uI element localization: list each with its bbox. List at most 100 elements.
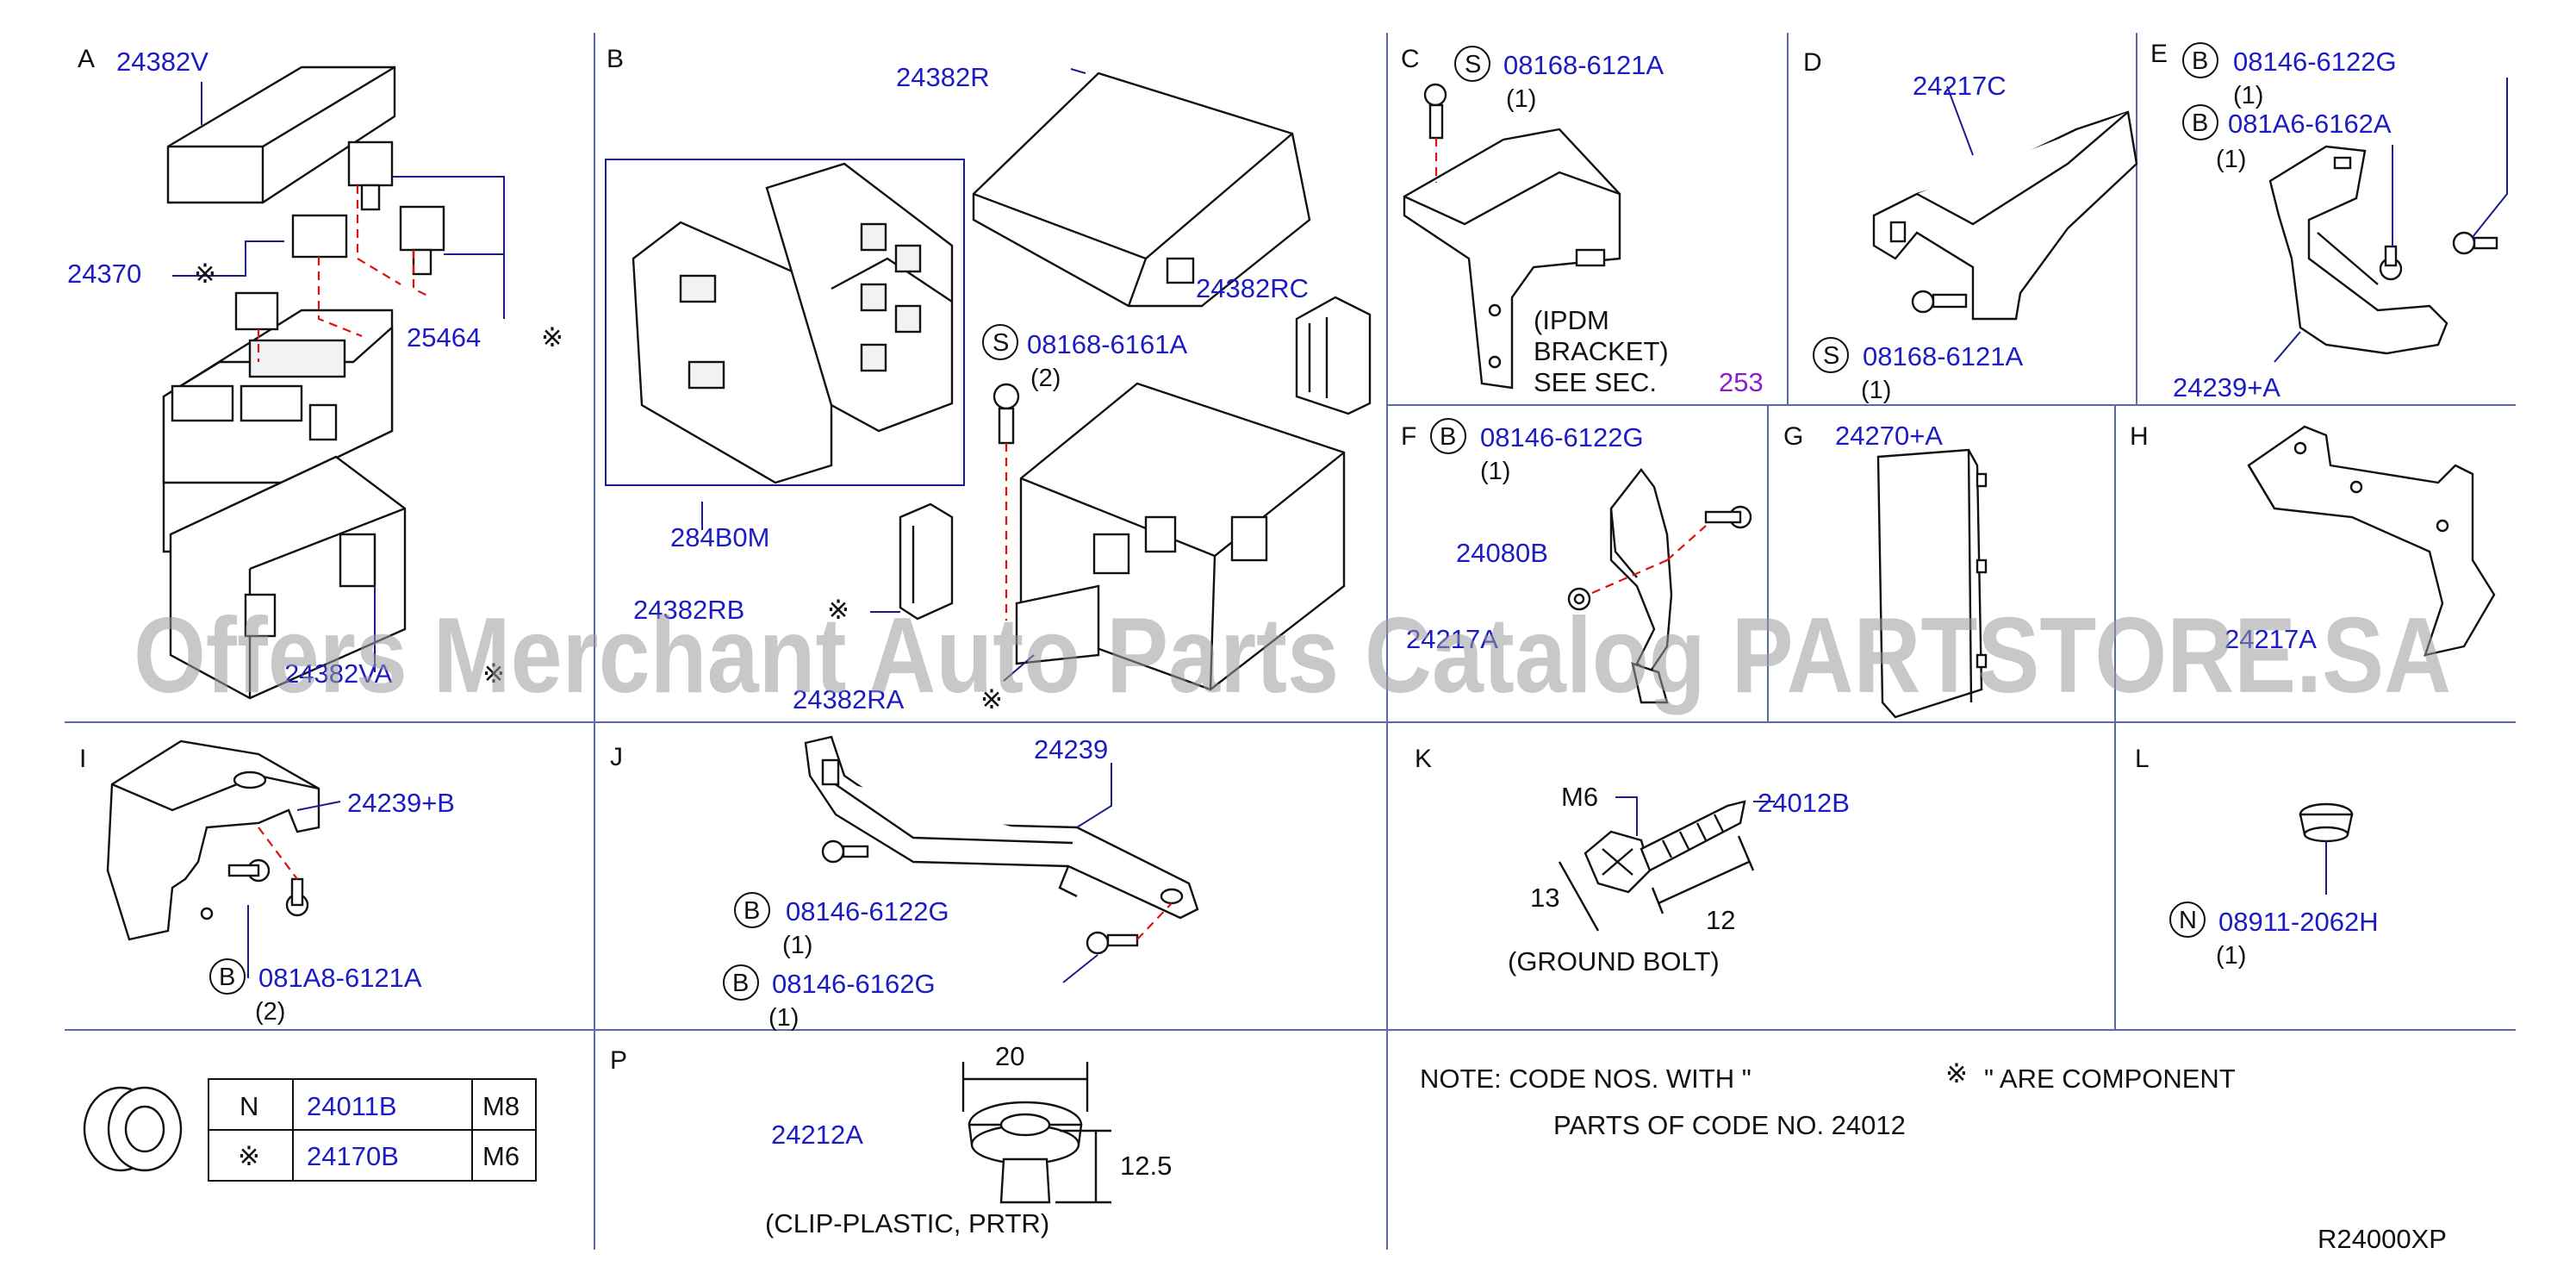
callout-circle-s — [1454, 46, 1490, 82]
callout-24382v: 24382V — [116, 47, 208, 77]
callout-circle-b — [209, 958, 246, 995]
note-line1-a: NOTE: CODE NOS. WITH " — [1420, 1064, 1752, 1094]
ipdm-module — [632, 162, 954, 484]
nut-08911-2062h — [2299, 802, 2354, 843]
relay-bracket-24382rc — [1295, 296, 1372, 415]
fuse-block-body — [162, 309, 394, 553]
bolt-c-08168-6121a — [1423, 83, 1447, 140]
leader-08146-6122g — [2472, 78, 2508, 238]
section-label-j: J — [610, 743, 623, 771]
callout-symbol-b: B — [732, 970, 749, 997]
dimension-label: 12.5 — [1120, 1151, 1172, 1181]
section-label-g: G — [1783, 422, 1803, 451]
bolt-e-081a6-6162a — [2379, 245, 2403, 281]
leader-24239b — [296, 801, 341, 811]
bracket-24239a — [2268, 145, 2448, 355]
section-label-h: H — [2130, 422, 2149, 451]
section-label-l: L — [2135, 745, 2150, 773]
thread-size-label: M6 — [1561, 782, 1598, 812]
callout-qty: (1) — [1861, 377, 1891, 404]
dimension-p — [961, 1062, 1111, 1204]
callout-24382rc: 24382RC — [1196, 273, 1309, 303]
callout-24012b: 24012B — [1758, 788, 1850, 818]
section-ref-link[interactable]: 253 — [1719, 367, 1764, 397]
callout-qty: (1) — [1506, 85, 1536, 113]
callout-circle-n — [2169, 902, 2206, 938]
callout-symbol-s: S — [1823, 342, 1839, 370]
bolt-i-2 — [285, 877, 309, 917]
bracket-note-line1: (IPDM — [1534, 305, 1609, 335]
ipdm-inset-frame — [605, 159, 965, 486]
callout-bolt-08146-6122g: 08146-6122G — [2233, 47, 2397, 77]
bracket-note-line3: SEE SEC. — [1534, 367, 1657, 397]
bracket-24239b — [106, 739, 320, 941]
bolt-i-1 — [227, 858, 271, 883]
callout-bolt-081a8-6121a: 081A8-6121A — [258, 963, 422, 993]
note-line2: PARTS OF CODE NO. 24012 — [1553, 1110, 1906, 1140]
leader-24382ra — [1003, 654, 1035, 682]
bolt-guide-line — [1136, 902, 1173, 940]
callout-qty: (1) — [1480, 458, 1510, 485]
asterisk-mark: ※ — [541, 322, 563, 353]
bracket-24217c — [1872, 110, 2138, 321]
plastic-clip-24212a — [968, 1101, 1083, 1204]
callout-symbol-b: B — [219, 964, 235, 991]
clip-note: (CLIP-PLASTIC, PRTR) — [765, 1208, 1049, 1238]
callout-circle-s — [1813, 337, 1849, 373]
section-label-k: K — [1415, 745, 1432, 773]
callout-symbol-b: B — [744, 897, 760, 925]
blade-fuses — [234, 140, 445, 331]
callout-qty: (2) — [255, 998, 285, 1026]
cover-24270a — [1876, 448, 1988, 719]
fuse-block-lower — [169, 455, 407, 700]
callout-bolt-08168-6121a: 08168-6121A — [1863, 341, 2023, 371]
panel-grid — [65, 33, 2516, 1250]
asterisk-mark: ※ — [827, 595, 849, 625]
section-label-e: E — [2150, 40, 2168, 68]
connector-24382rb — [899, 502, 954, 621]
section-label-c: C — [1401, 45, 1420, 73]
asterisk-mark: ※ — [482, 658, 505, 689]
callout-bolt-08168-6161a: 08168-6161A — [1027, 329, 1187, 359]
callout-24382ra: 24382RA — [793, 684, 905, 714]
ground-bolt-note: (GROUND BOLT) — [1508, 946, 1720, 976]
leader-24382r — [1070, 68, 1086, 74]
callout-24239: 24239 — [1034, 734, 1108, 764]
nut-table-size: M6 — [482, 1141, 520, 1171]
callout-24080b: 24080B — [1456, 538, 1548, 568]
callout-qty: (1) — [782, 932, 812, 959]
bolt-j-1 — [821, 839, 869, 864]
callout-nut-08911-2062h: 08911-2062H — [2218, 907, 2379, 937]
callout-circle-b — [723, 964, 759, 1001]
callout-24217a: 24217A — [1406, 624, 1498, 654]
fuse-block-cover — [166, 66, 396, 204]
callout-24382va: 24382VA — [284, 658, 393, 689]
dimension-label: 20 — [995, 1041, 1024, 1071]
callout-circle-b — [2182, 42, 2218, 78]
callout-284b0m: 284B0M — [670, 522, 769, 552]
callout-qty: (1) — [2216, 146, 2246, 173]
box-lower-tray — [1015, 382, 1346, 691]
nut-table-mark: N — [240, 1091, 258, 1121]
nut-table-size: M8 — [482, 1091, 520, 1121]
callout-25464: 25464 — [407, 322, 481, 353]
callout-symbol-b: B — [2192, 109, 2208, 137]
callout-symbol-n: N — [2179, 907, 2197, 934]
bracket-24080b — [1609, 468, 1673, 704]
nut-table-part: 24011B — [307, 1091, 397, 1121]
callout-bolt-08168-6121a: 08168-6121A — [1503, 50, 1664, 80]
asterisk-mark: ※ — [980, 684, 1003, 714]
bolt-j-2 — [1086, 931, 1139, 955]
callout-bolt-08146-6162g: 08146-6162G — [772, 969, 936, 999]
box-upper-cover — [972, 72, 1311, 308]
dimension-k — [1558, 835, 1755, 932]
bolt-d-08168-6121a — [1911, 290, 1968, 314]
ground-bolt-24012b — [1584, 800, 1746, 894]
nut-table-mark: ※ — [238, 1141, 260, 1171]
leader-25464-a — [392, 176, 505, 319]
callout-bolt-08146-6122g: 08146-6122G — [1480, 422, 1644, 452]
watermark-text: Offers Merchant Auto Parts Catalog PARTS… — [134, 596, 2451, 715]
callout-24270a: 24270+A — [1835, 421, 1943, 451]
callout-24382rb: 24382RB — [633, 595, 744, 625]
callout-24370: 24370 — [67, 259, 141, 289]
